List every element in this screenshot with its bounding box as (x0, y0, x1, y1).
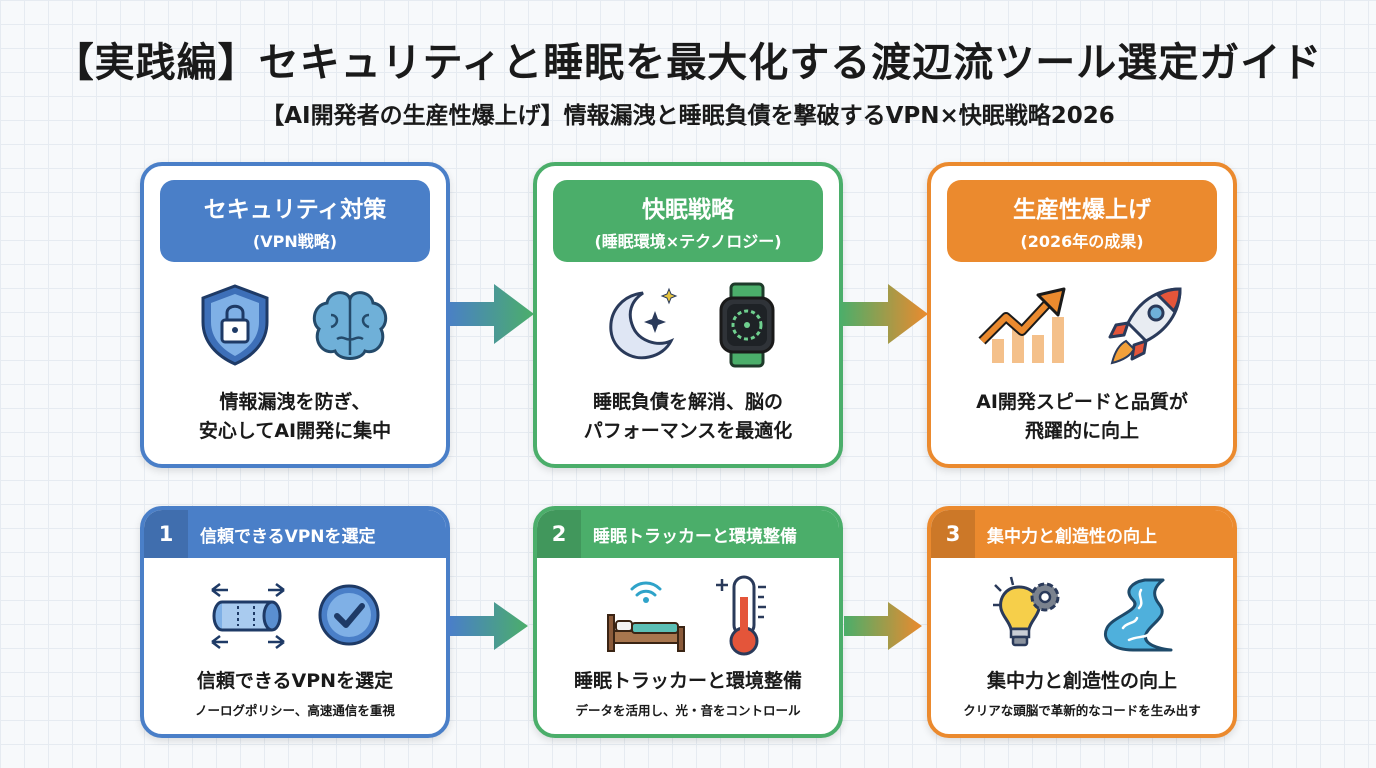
pillar-title: 生産性爆上げ (1013, 197, 1151, 223)
step-description: データを活用し、光・音をコントロール (575, 703, 801, 718)
smartwatch-icon (719, 282, 775, 368)
pillar-title: セキュリティ対策 (203, 197, 387, 223)
moon-stars-icon (609, 287, 678, 360)
river-flow-icon (1104, 578, 1173, 652)
step-description: ノーログポリシー、高速通信を重視 (195, 703, 395, 718)
rocket-icon (1108, 287, 1182, 365)
vpn-tunnel-icon (211, 583, 285, 649)
step-label: 睡眠トラッカーと環境整備 (593, 526, 797, 547)
pillar-subtitle: (睡眠環境×テクノロジー) (594, 232, 782, 251)
step-header: 1 信頼できるVPNを選定 (144, 510, 446, 558)
step-number: 2 (537, 510, 581, 558)
arrow-right-icon (446, 284, 534, 344)
brain-icon (312, 291, 388, 360)
step-title: 睡眠トラッカーと環境整備 (573, 670, 802, 692)
pillar-subtitle: (VPN戦略) (252, 232, 338, 251)
step-card-2: 2 睡眠トラッカーと環境整備 睡眠トラッカーと環境整備 データを活用し、光・音を… (533, 506, 843, 738)
shield-lock-icon (201, 284, 269, 366)
arrow-right-icon (844, 602, 922, 650)
bed-wifi-icon (607, 581, 685, 652)
page-title: 【実践編】セキュリティと睡眠を最大化する渡辺流ツール選定ガイド (53, 40, 1323, 86)
pillar-description: 情報漏洩を防ぎ、 安心してAI開発に集中 (198, 391, 392, 442)
pillar-header: 生産性爆上げ (2026年の成果) (947, 180, 1217, 262)
pillar-header: 快眠戦略 (睡眠環境×テクノロジー) (553, 180, 823, 262)
pillar-title: 快眠戦略 (642, 197, 734, 223)
pillar-header: セキュリティ対策 (VPN戦略) (160, 180, 430, 262)
pillar-description: AI開発スピードと品質が 飛躍的に向上 (976, 391, 1188, 442)
pillar-card-sleep: 快眠戦略 (睡眠環境×テクノロジー) 睡眠負債を解消、脳の パフォーマンスを最適… (533, 162, 843, 468)
step-number: 1 (144, 510, 188, 558)
growth-chart-icon (978, 287, 1066, 363)
lightbulb-gear-icon (993, 576, 1060, 647)
thermometer-icon (716, 575, 766, 656)
step-title: 集中力と創造性の向上 (986, 670, 1177, 692)
pillar-card-productivity: 生産性爆上げ (2026年の成果) AI開発スピードと品質が 飛躍的に向上 (927, 162, 1237, 468)
step-label: 集中力と創造性の向上 (987, 526, 1157, 547)
pillar-subtitle: (2026年の成果) (1020, 232, 1144, 251)
step-card-3: 3 集中力と創造性の向上 集中力と創造性の向上 クリアな頭脳で革新的なコードを生… (927, 506, 1237, 738)
checkmark-icon (318, 584, 380, 646)
pillar-card-security: セキュリティ対策 (VPN戦略) 情報漏洩を防ぎ、 安心してAI開発に集中 (140, 162, 450, 468)
step-number: 3 (931, 510, 975, 558)
step-title: 信頼できるVPNを選定 (196, 670, 394, 692)
arrow-right-icon (840, 284, 928, 344)
arrow-right-icon (450, 602, 528, 650)
step-header: 2 睡眠トラッカーと環境整備 (537, 510, 839, 558)
step-label: 信頼できるVPNを選定 (200, 526, 376, 547)
pillar-description: 睡眠負債を解消、脳の パフォーマンスを最適化 (583, 391, 793, 442)
step-header: 3 集中力と創造性の向上 (931, 510, 1233, 558)
page-subtitle: 【AI開発者の生産性爆上げ】情報漏洩と睡眠負債を撃破するVPN×快眠戦略2026 (261, 103, 1115, 129)
step-description: クリアな頭脳で革新的なコードを生み出す (963, 703, 1201, 718)
step-card-1: 1 信頼できるVPNを選定 信頼できるVPNを選定 ノーログポリシー、高速通信を… (140, 506, 450, 738)
